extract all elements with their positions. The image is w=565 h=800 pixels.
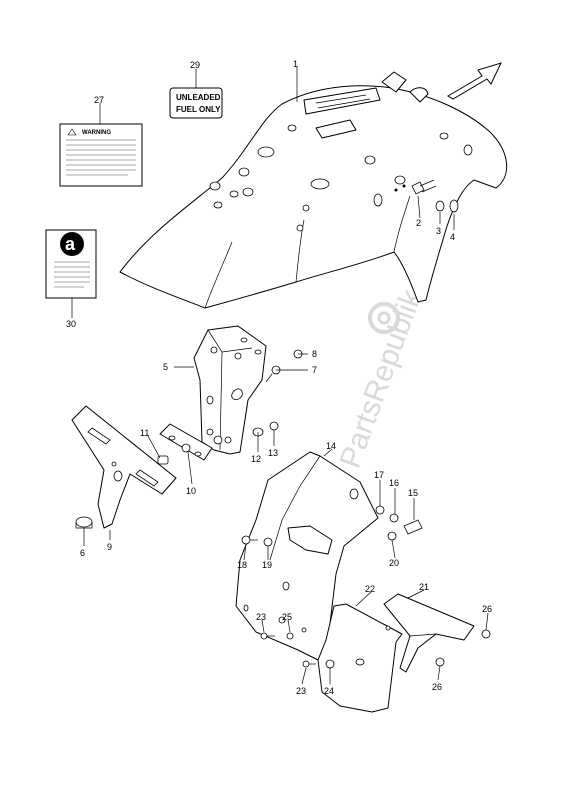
fuel-label: UNLEADED FUEL ONLY xyxy=(169,87,223,119)
callout-23-upper: 23 xyxy=(256,612,266,622)
callout-25: 25 xyxy=(282,612,292,622)
screw-23-upper xyxy=(260,632,275,640)
callout-26-lower: 26 xyxy=(432,682,442,692)
washer-24 xyxy=(325,659,335,669)
callout-30: 30 xyxy=(66,319,76,329)
callout-3: 3 xyxy=(436,226,441,236)
callout-19: 19 xyxy=(262,560,272,570)
callout-12: 12 xyxy=(251,454,261,464)
nut-26-lower xyxy=(435,657,445,667)
callout-24: 24 xyxy=(324,686,334,696)
washer-19 xyxy=(263,537,273,547)
warning-label-text: WARNING xyxy=(82,130,111,136)
washer-4 xyxy=(449,199,459,213)
callout-numbers: 1 2 3 4 5 6 7 8 9 10 11 12 13 14 15 16 1… xyxy=(66,59,492,696)
callout-7: 7 xyxy=(312,365,317,375)
callout-9: 9 xyxy=(107,542,112,552)
callout-5: 5 xyxy=(163,362,168,372)
callout-1: 1 xyxy=(293,59,298,69)
plate-bracket xyxy=(159,423,213,461)
inner-fender xyxy=(235,451,379,661)
callout-21: 21 xyxy=(419,582,429,592)
callout-26-right: 26 xyxy=(482,604,492,614)
callout-13: 13 xyxy=(268,448,278,458)
watermark-gear-icon xyxy=(368,302,400,334)
callout-22: 22 xyxy=(365,584,375,594)
spacer-11 xyxy=(157,455,169,465)
washer-16 xyxy=(389,513,399,523)
bolt-18 xyxy=(241,535,258,545)
callout-27: 27 xyxy=(94,95,104,105)
direction-arrow-icon xyxy=(447,62,502,100)
fuel-label-line2: FUEL ONLY xyxy=(176,105,221,114)
leader-lines xyxy=(71,67,489,685)
warning-label: WARNING xyxy=(59,123,143,187)
callout-16: 16 xyxy=(389,478,399,488)
fender-bracket xyxy=(193,325,267,455)
callout-15: 15 xyxy=(408,488,418,498)
license-plate-holder xyxy=(71,405,177,529)
bolt-15 xyxy=(403,519,423,535)
badge-label-letter: a xyxy=(65,234,76,254)
callout-23-lower: 23 xyxy=(296,686,306,696)
washer-3 xyxy=(435,200,445,212)
bolt-7 xyxy=(265,365,281,383)
callout-20: 20 xyxy=(389,558,399,568)
callout-29: 29 xyxy=(190,60,200,70)
rear-fender xyxy=(119,71,508,309)
callout-17: 17 xyxy=(374,470,384,480)
nut-20 xyxy=(387,531,397,541)
flap-stay xyxy=(383,593,475,673)
callout-14: 14 xyxy=(326,441,336,451)
callout-18: 18 xyxy=(237,560,247,570)
nut-26-right xyxy=(481,629,491,639)
callout-10: 10 xyxy=(186,486,196,496)
fuel-label-line1: UNLEADED xyxy=(176,93,221,102)
nut-13 xyxy=(269,421,279,431)
badge-label: a xyxy=(45,229,97,299)
callout-2: 2 xyxy=(416,218,421,228)
nut-25 xyxy=(286,632,294,640)
nut-17 xyxy=(375,505,385,515)
callout-8: 8 xyxy=(312,349,317,359)
callout-6: 6 xyxy=(80,548,85,558)
callout-4: 4 xyxy=(450,232,455,242)
mud-flap xyxy=(317,603,403,713)
bolt-2 xyxy=(411,179,437,195)
screw-23-lower xyxy=(302,660,316,668)
cap-6 xyxy=(75,516,93,529)
callout-11: 11 xyxy=(140,428,149,438)
